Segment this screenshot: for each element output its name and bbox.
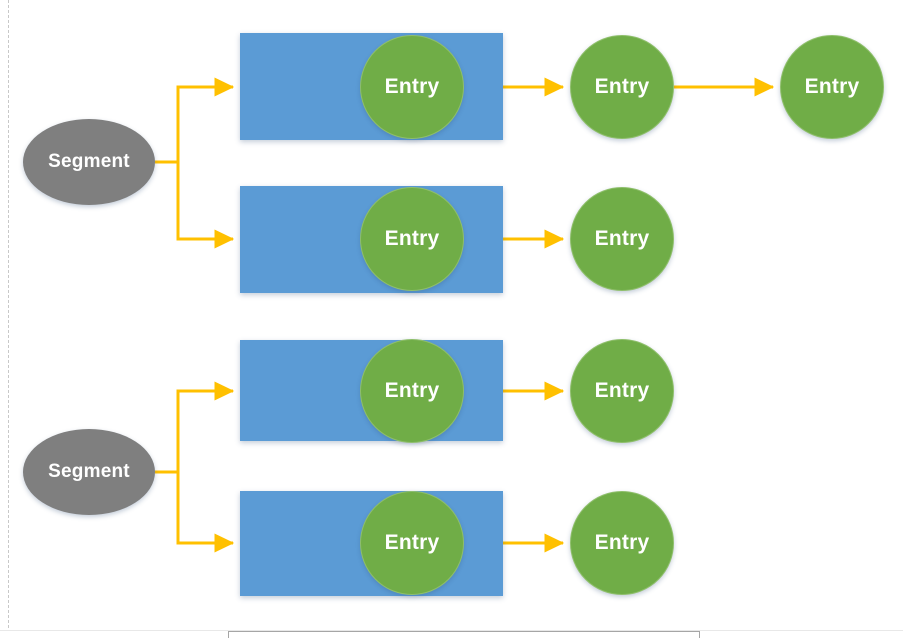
link-seg1-block2[interactable] <box>155 160 235 249</box>
entry-label: Entry <box>804 75 860 98</box>
entry-label: Entry <box>384 75 440 98</box>
bottom-panel-edge[interactable] <box>228 631 700 638</box>
entry-node[interactable]: Entry <box>570 187 674 291</box>
entry-node[interactable]: Entry <box>570 491 674 595</box>
bottom-divider <box>0 630 903 631</box>
segment-label: Segment <box>48 461 130 482</box>
link-seg2-block3[interactable] <box>155 381 235 474</box>
segment-label: Segment <box>48 151 130 172</box>
entry-node[interactable]: Entry <box>360 491 464 595</box>
entry-node[interactable]: Entry <box>360 187 464 291</box>
link-seg1-block1[interactable] <box>155 77 235 164</box>
segment-node[interactable]: Segment <box>23 119 155 205</box>
entry-label: Entry <box>384 227 440 250</box>
entry-node[interactable]: Entry <box>360 35 464 139</box>
entry-label: Entry <box>594 75 650 98</box>
entry-label: Entry <box>594 379 650 402</box>
link-seg2-block4[interactable] <box>155 470 235 553</box>
entry-node[interactable]: Entry <box>570 339 674 443</box>
page-margin-guide <box>8 0 9 628</box>
entry-node[interactable]: Entry <box>570 35 674 139</box>
segment-node[interactable]: Segment <box>23 429 155 515</box>
entry-label: Entry <box>384 379 440 402</box>
entry-label: Entry <box>384 531 440 554</box>
entry-node[interactable]: Entry <box>780 35 884 139</box>
entry-node[interactable]: Entry <box>360 339 464 443</box>
entry-label: Entry <box>594 531 650 554</box>
entry-label: Entry <box>594 227 650 250</box>
